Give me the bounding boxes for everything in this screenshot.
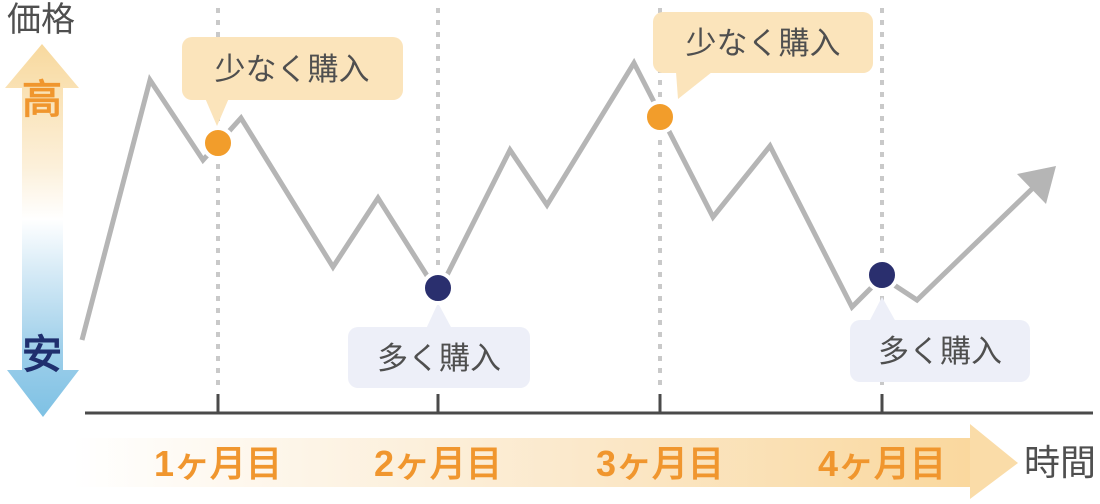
trend-arrowhead-icon: [1017, 166, 1056, 204]
callout-bubble: [850, 320, 1030, 382]
callout-label: 多く購入: [377, 341, 501, 376]
purchase-dots: [201, 100, 899, 305]
time-band-arrowhead: [970, 424, 1018, 499]
price-range-arrow-shape: [5, 44, 79, 417]
month-label: 1ヶ月目: [154, 443, 282, 484]
callout-buy-less-month1: 少なく購入: [182, 37, 403, 126]
month-label: 3ヶ月目: [596, 443, 724, 484]
month-label: 2ヶ月目: [374, 443, 502, 484]
callout-buy-more-month4: 多く購入: [850, 297, 1030, 382]
price-range-arrow: 高 安: [5, 44, 79, 417]
month-labels: 1ヶ月目 2ヶ月目 3ヶ月目 4ヶ月目: [154, 443, 946, 484]
time-band-body: [73, 438, 970, 487]
callout-bubble: [653, 12, 873, 73]
callout-buy-less-month3: 少なく購入: [653, 12, 873, 99]
purchase-point-dot: [201, 126, 235, 160]
callout-label: 少なく購入: [686, 26, 841, 61]
callout-bubble: [348, 327, 530, 388]
low-label: 安: [22, 333, 62, 377]
callout-tail: [205, 98, 229, 126]
callout-tail: [869, 297, 896, 322]
purchase-point-dot: [865, 258, 899, 292]
callout-label: 多く購入: [878, 334, 1002, 369]
callout-buy-more-month2: 多く購入: [348, 303, 530, 388]
time-band-arrow: 1ヶ月目 2ヶ月目 3ヶ月目 4ヶ月目: [73, 424, 1018, 499]
callout-tail: [426, 303, 452, 329]
high-label: 高: [22, 78, 62, 122]
callout-label: 少なく購入: [215, 52, 370, 87]
x-axis-title: 時間: [1024, 442, 1096, 483]
purchase-point-dot: [643, 100, 677, 134]
purchase-point-dot: [421, 271, 455, 305]
callout-bubble: [182, 37, 403, 100]
callout-tail: [676, 72, 712, 99]
month-label: 4ヶ月目: [818, 443, 946, 484]
y-axis-title: 価格: [7, 1, 75, 39]
price-series: [79, 57, 1056, 341]
